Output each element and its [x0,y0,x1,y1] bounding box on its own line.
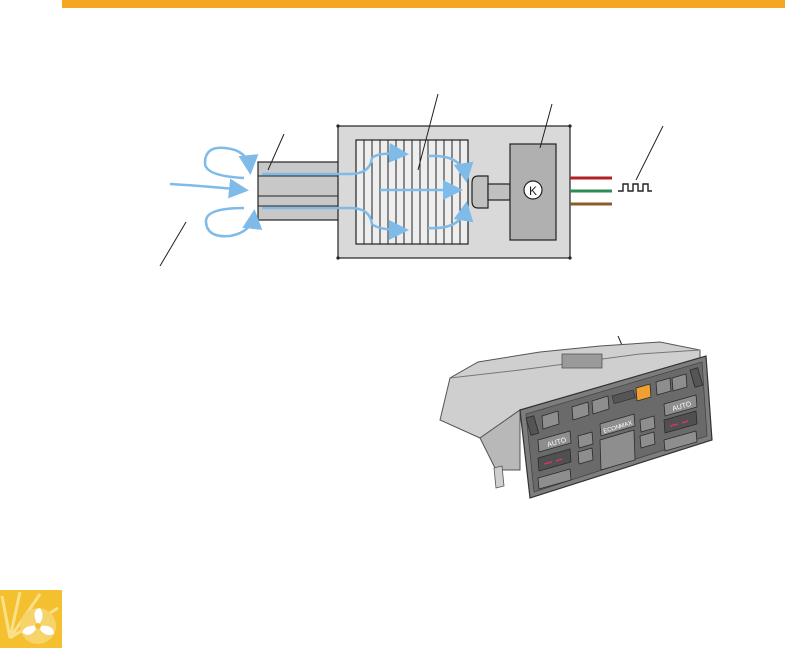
max-label: MAX [619,421,633,430]
highlighted-button [635,383,652,402]
motor-symbol: K [529,184,537,198]
square-wave-icon [618,183,652,192]
temp-display-right [663,410,698,434]
sensor-housing: K [336,124,572,260]
fan-hub [471,175,489,209]
leader-lines [159,93,664,383]
econ-label: ECON [603,424,621,435]
air-duct [257,161,349,221]
airflow-arrows [169,142,474,240]
climate-control-panel: AUTO AUTO ECON MAX [439,341,713,499]
fan-sun-icon [0,590,62,648]
temp-display-left [537,448,572,472]
signal-wires [570,176,612,206]
accent-bar [62,0,785,8]
